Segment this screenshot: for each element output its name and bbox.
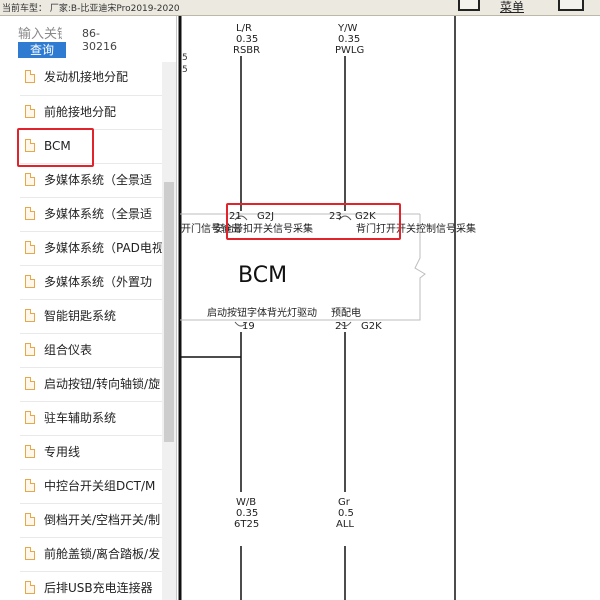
list-item-label: 发动机接地分配	[44, 70, 129, 84]
list-item[interactable]: 组合仪表	[20, 333, 170, 367]
pin-highlight-box	[226, 203, 401, 240]
list-item[interactable]: 多媒体系统（全景适	[20, 197, 170, 231]
list-item[interactable]: 多媒体系统（外置功	[20, 265, 170, 299]
sidebar-scrollbar[interactable]	[162, 62, 176, 600]
document-icon	[25, 479, 35, 492]
list-item[interactable]: 驻车辅助系统	[20, 401, 170, 435]
pin-number: 23	[329, 211, 342, 222]
pin-number: 21	[335, 321, 348, 332]
pin-arc	[338, 215, 352, 221]
document-icon	[25, 445, 35, 458]
wire-code-label: PWLG	[335, 45, 364, 56]
list-item-label: 智能钥匙系统	[44, 309, 117, 323]
document-icon	[25, 377, 35, 390]
list-item[interactable]: 发动机接地分配	[20, 61, 170, 95]
wire-gauge-label: 0.5	[338, 508, 354, 519]
document-icon	[25, 139, 35, 152]
pin-number: 19	[242, 321, 255, 332]
list-item[interactable]: 智能钥匙系统	[20, 299, 170, 333]
list-item-label: BCM	[44, 139, 71, 153]
wire-color-label: W/B	[236, 497, 256, 508]
code-line-1: 86-	[82, 27, 100, 40]
list-item[interactable]: 专用线	[20, 435, 170, 469]
wire-color-label: Y/W	[337, 23, 357, 34]
list-item-label: 前舱接地分配	[44, 105, 117, 119]
list-item-label: 启动按钮/转向轴锁/旋	[44, 377, 161, 391]
wire-code-label: 6T25	[234, 519, 259, 530]
list-item-label: 多媒体系统（全景适	[44, 207, 153, 221]
list-item[interactable]: 中控台开关组DCT/M	[20, 469, 170, 503]
document-icon	[25, 241, 35, 254]
left-edge-mark: 5	[182, 65, 188, 75]
list-item-label: 后排USB充电连接器	[44, 581, 153, 595]
menu-button[interactable]: 菜单	[500, 0, 525, 14]
list-item-label: 中控台开关组DCT/M	[44, 479, 156, 493]
pin-number: 21	[229, 211, 242, 222]
code-line-2: 30216	[82, 40, 117, 53]
connector-label: G2K	[361, 321, 382, 332]
document-icon	[25, 411, 35, 424]
wire-code-label: ALL	[336, 519, 354, 530]
list-item[interactable]: 多媒体系统（PAD电视	[20, 231, 170, 265]
list-item-label: 多媒体系统（外置功	[44, 275, 153, 289]
list-item[interactable]: 启动按钮/转向轴锁/旋	[20, 367, 170, 401]
list-item[interactable]: 倒档开关/空档开关/制	[20, 503, 170, 537]
signal-label: 预配电	[331, 306, 361, 319]
document-icon	[25, 70, 35, 83]
document-icon	[25, 207, 35, 220]
code-text: 86- 30216	[82, 27, 117, 53]
signal-label: 安全带扣开关信号采集	[213, 222, 313, 235]
wire-gauge-label: 0.35	[236, 508, 258, 519]
list-item[interactable]: 后排USB充电连接器	[20, 571, 170, 600]
list-item-bcm[interactable]: BCM	[20, 129, 170, 163]
document-icon	[25, 513, 35, 526]
toolbar-button-right[interactable]	[558, 0, 584, 11]
connector-label: G2K	[355, 211, 376, 222]
document-icon	[25, 547, 35, 560]
toolbar-button[interactable]	[458, 0, 480, 11]
list-item-label: 驻车辅助系统	[44, 411, 117, 425]
list-item-label: 多媒体系统（全景适	[44, 173, 153, 187]
list-item-label: 倒档开关/空档开关/制	[44, 513, 161, 527]
sidebar: 查询 86- 30216 发动机接地分配 前舱接地分配 BCM 多媒体系统（全景…	[0, 16, 177, 600]
list-item-label: 专用线	[44, 445, 81, 459]
document-icon	[25, 581, 35, 594]
list-item-label: 多媒体系统（PAD电视	[44, 241, 164, 255]
pin-arc	[234, 215, 248, 221]
document-icon	[25, 343, 35, 356]
wiring-diagram: 5 5 L/R 0.35 RSBR Y/W 0.35 PWLG 21 G2J 2…	[177, 16, 600, 600]
search-button[interactable]: 查询	[18, 42, 66, 58]
list-item[interactable]: 多媒体系统（全景适	[20, 163, 170, 197]
left-edge-mark: 5	[182, 53, 188, 63]
document-list: 发动机接地分配 前舱接地分配 BCM 多媒体系统（全景适 多媒体系统（全景适 多…	[20, 61, 170, 600]
wiring-diagram-svg: 5 5 L/R 0.35 RSBR Y/W 0.35 PWLG 21 G2J 2…	[178, 16, 476, 600]
scrollbar-thumb[interactable]	[164, 182, 174, 442]
list-item-label: 组合仪表	[44, 343, 93, 357]
connector-label: G2J	[257, 211, 274, 222]
list-item[interactable]: 前舱接地分配	[20, 95, 170, 129]
search-input[interactable]	[18, 26, 62, 42]
document-icon	[25, 275, 35, 288]
wire-code-label: RSBR	[233, 45, 260, 56]
document-icon	[25, 173, 35, 186]
pin-arc	[234, 321, 248, 327]
pin-arc	[338, 321, 352, 327]
current-vehicle-text: 当前车型： 厂家:B-比亚迪宋Pro2019-2020	[2, 4, 180, 14]
wire-color-label: Gr	[338, 497, 351, 508]
signal-label: 启动按钮字体背光灯驱动	[207, 306, 317, 319]
document-icon	[25, 105, 35, 118]
module-border	[180, 214, 426, 321]
module-title: BCM	[238, 263, 287, 288]
signal-label: 背门打开开关控制信号采集	[356, 222, 476, 235]
wire-color-label: L/R	[236, 23, 252, 34]
top-bar: 当前车型： 厂家:B-比亚迪宋Pro2019-2020 菜单	[0, 0, 600, 16]
list-item-label: 前舱盖锁/离合踏板/发	[44, 547, 161, 561]
wire-gauge-label: 0.35	[338, 34, 360, 45]
list-item[interactable]: 前舱盖锁/离合踏板/发	[20, 537, 170, 571]
wire-gauge-label: 0.35	[236, 34, 258, 45]
document-icon	[25, 309, 35, 322]
